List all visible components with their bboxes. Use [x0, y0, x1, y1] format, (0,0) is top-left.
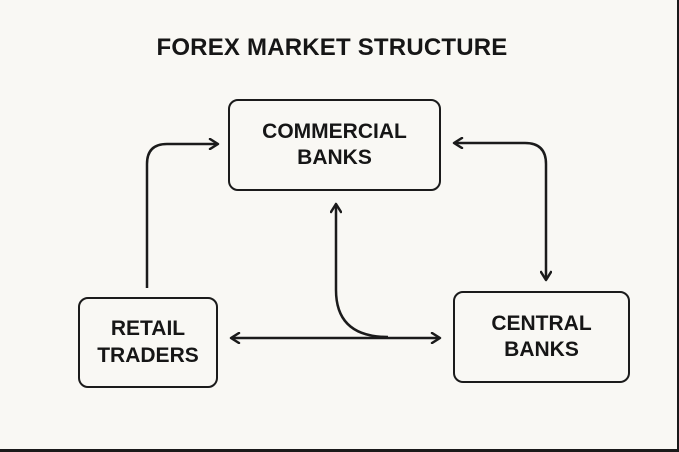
node-retail-traders-line2: TRADERS	[97, 343, 199, 367]
arrow-retail-to-commercial	[145, 144, 218, 288]
node-retail-traders-line1: RETAIL	[110, 317, 186, 341]
node-commercial-banks-line1: COMMERCIAL	[262, 119, 407, 143]
arrow-commercial-central	[454, 143, 546, 280]
node-commercial-banks[interactable]: COMMERCIAL BANKS	[228, 99, 441, 191]
node-commercial-banks-line2: BANKS	[297, 146, 372, 169]
arrow-link-to-commercial	[336, 204, 389, 339]
node-central-banks-line1: CENTRAL	[491, 311, 592, 335]
node-central-banks[interactable]: CENTRAL BANKS	[453, 291, 630, 383]
node-retail-traders[interactable]: RETAIL TRADERS	[78, 297, 218, 388]
diagram-title: FOREX MARKET STRUCTURE	[156, 34, 508, 61]
node-central-banks-line2: BANKS	[504, 338, 579, 361]
